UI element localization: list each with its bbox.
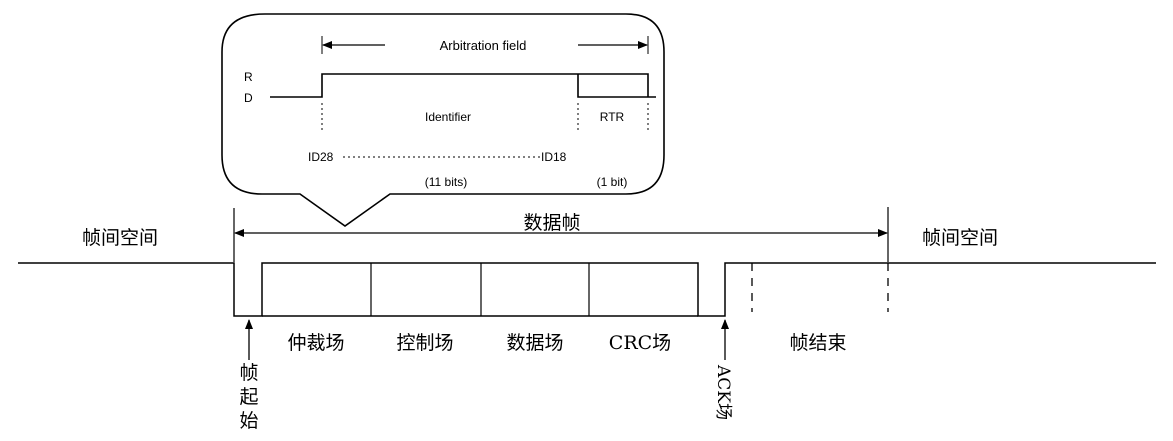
start-of-frame-label-char-2: 起 [239,386,258,408]
dominant-level-label: D [244,91,253,105]
data-frame-label: 数据帧 [523,212,580,234]
interframe-space-left-label: 帧间空间 [82,227,158,249]
field-label-control: 控制场 [396,332,453,354]
id28-label: ID28 [308,150,334,164]
callout-waveform [270,73,656,98]
rtr-bits-label: (1 bit) [597,175,628,189]
recessive-level-label: R [244,70,253,84]
identifier-label: Identifier [425,110,471,124]
rtr-label: RTR [600,110,625,124]
ack-field-label: ACK场 [713,364,733,420]
field-label-arbitration: 仲裁场 [287,332,344,354]
start-of-frame-label-char-3: 始 [239,410,258,432]
field-label-data: 数据场 [506,332,563,354]
callout-bubble [221,13,665,227]
start-of-frame-label-char-1: 帧 [239,362,258,384]
interframe-space-right-label: 帧间空间 [922,227,998,249]
id18-label: ID18 [541,150,567,164]
arbitration-field-label: Arbitration field [440,38,527,53]
field-label-crc: CRC场 [609,332,671,354]
end-of-frame-label: 帧结束 [789,332,846,354]
id-bits-label: (11 bits) [425,175,467,189]
bus-waveform [18,262,1156,317]
